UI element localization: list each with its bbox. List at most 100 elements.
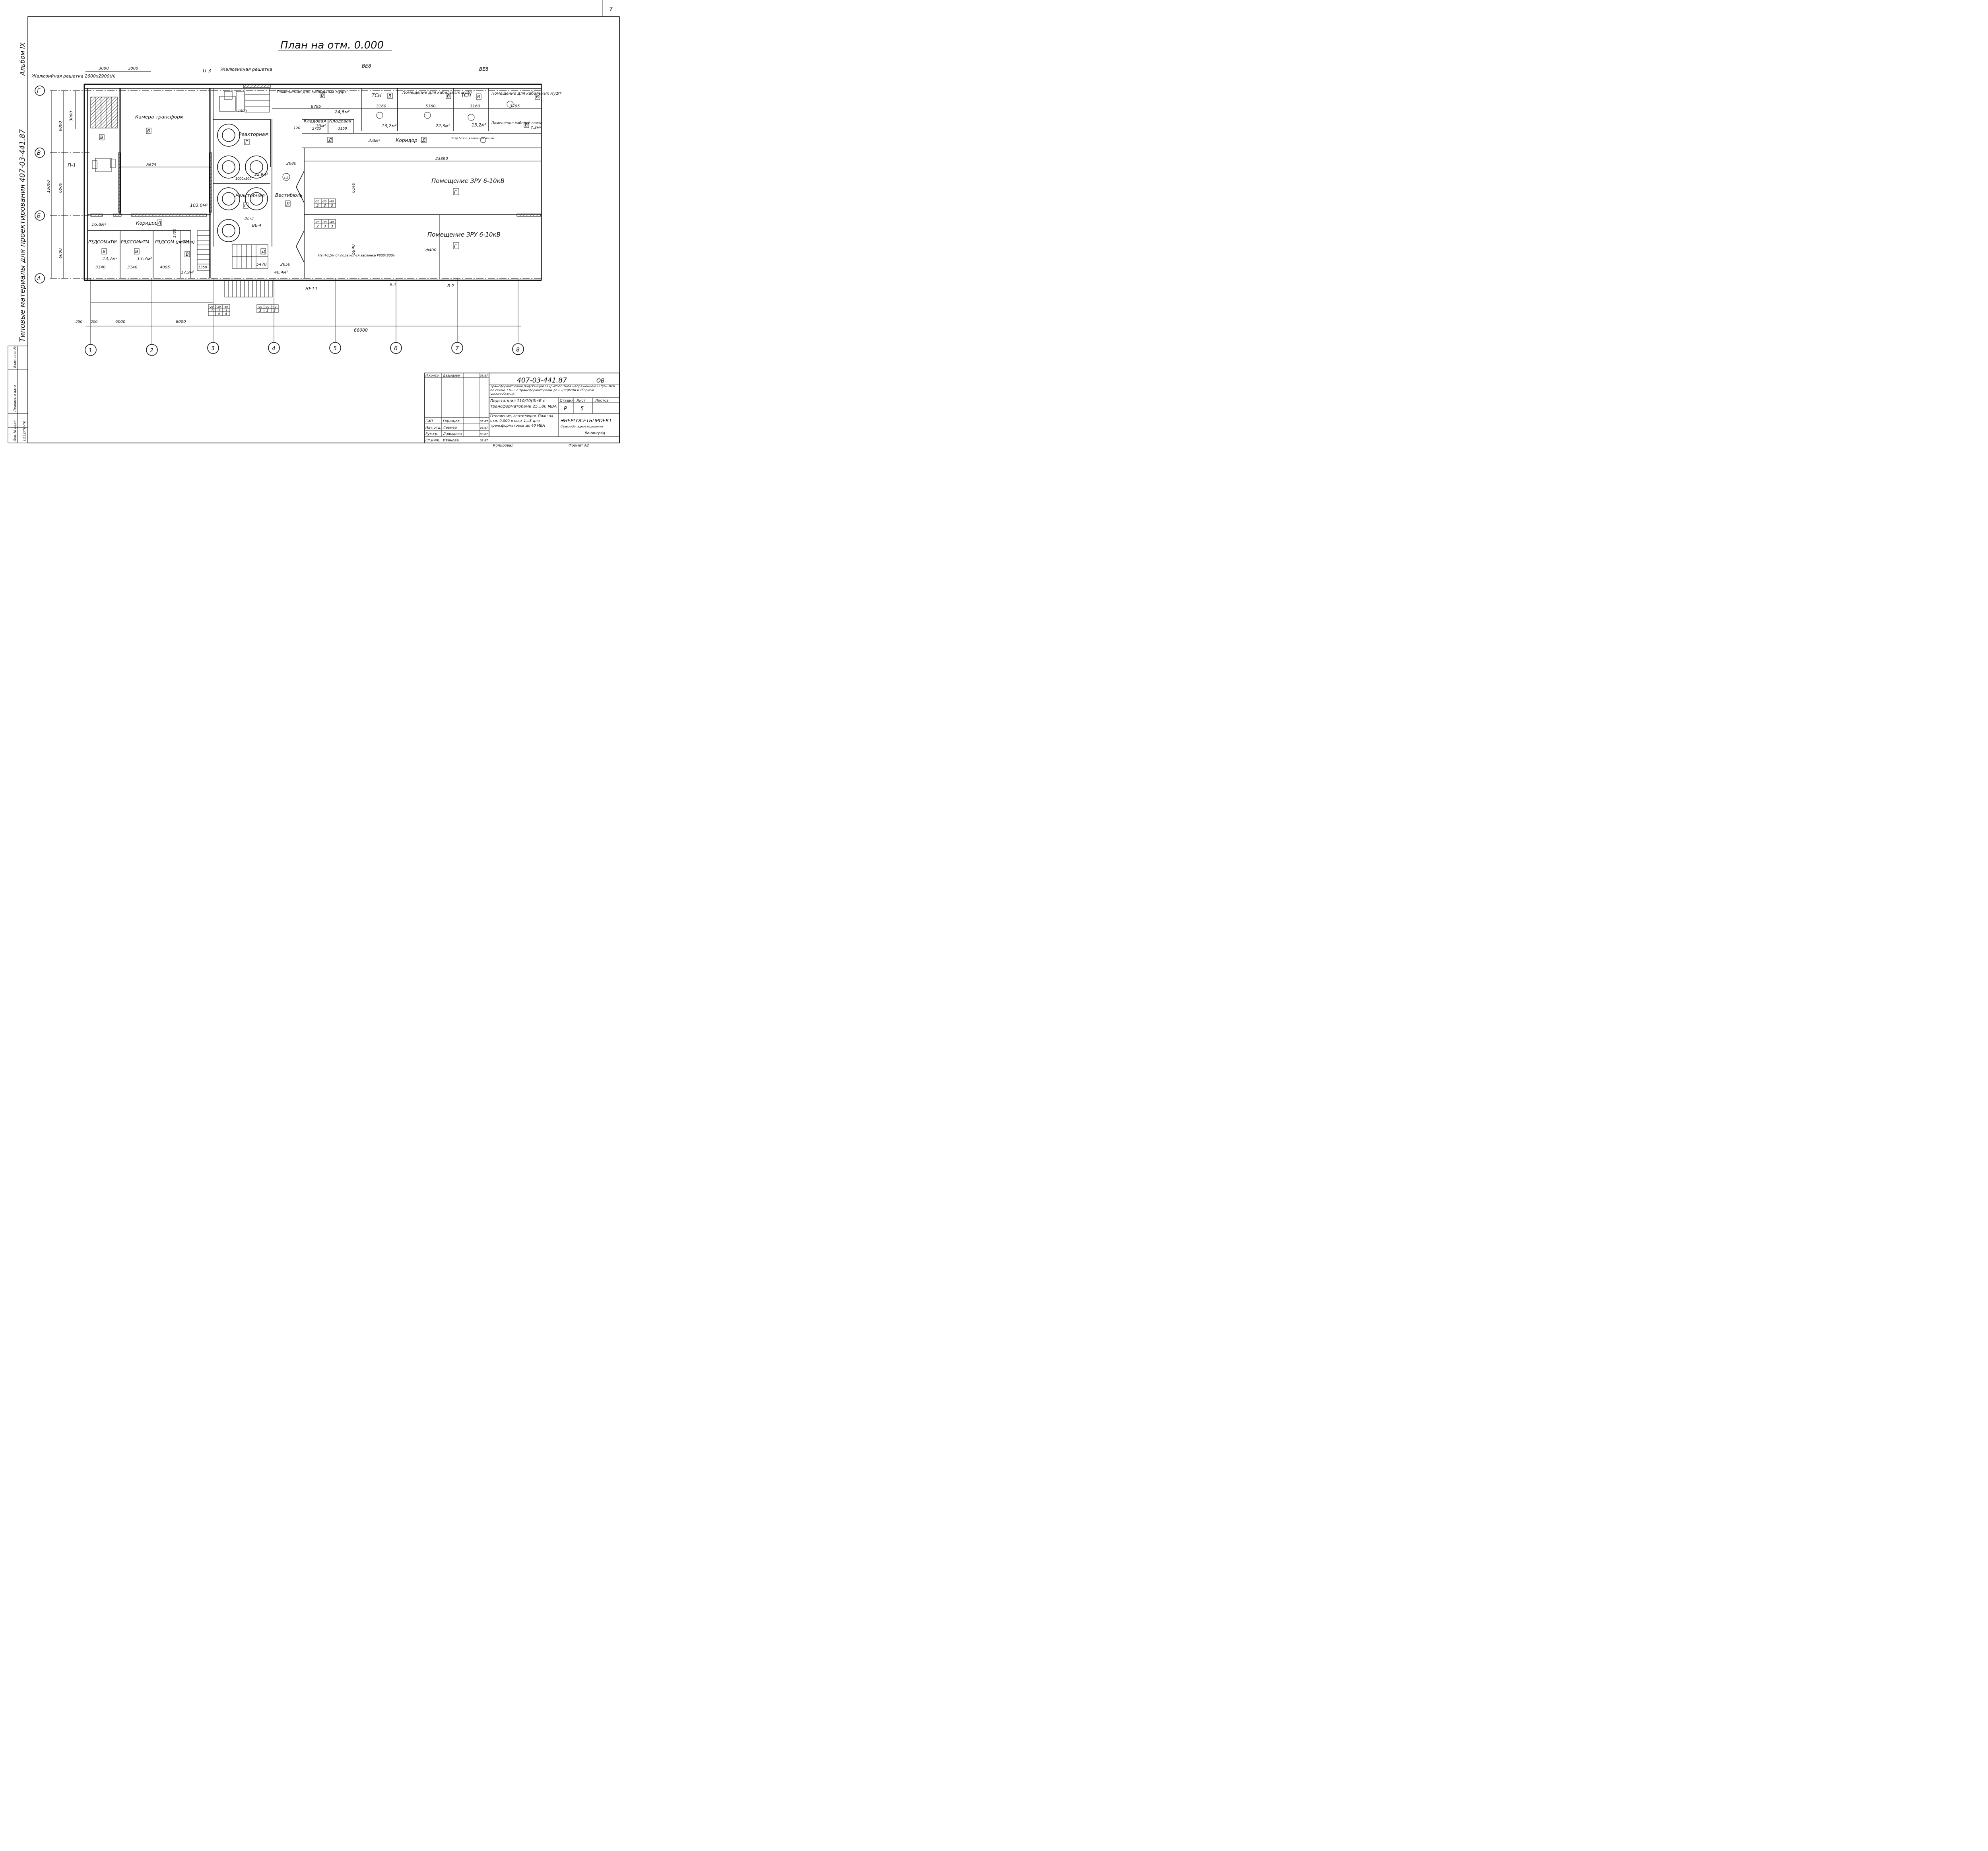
tb-code: 407-03-441.87 <box>517 377 567 385</box>
cat-kabel-2: В <box>447 93 450 99</box>
strip-inv-label: Инв. № подл. <box>13 420 17 441</box>
axis-row-v: В <box>35 148 45 158</box>
dim-5470: 5470 <box>256 262 266 267</box>
axis-col-6-label: 6 <box>394 346 398 352</box>
tb-s2-name: Лернер <box>443 426 457 430</box>
dim-6000a: 6000 <box>58 121 63 131</box>
tb-s1-role: ГИП <box>425 420 433 423</box>
tb-s0-role: Н.контр. <box>425 374 440 377</box>
dim-6000b: 6000 <box>58 183 63 193</box>
stairs <box>197 230 273 297</box>
axis-row-g: Г <box>35 85 45 96</box>
label-b1: В-1 <box>390 283 396 287</box>
tt4-r2: 3 <box>274 309 276 313</box>
tb-s0-name: Давыдова <box>443 374 460 377</box>
dim-120: 120 <box>293 126 300 130</box>
tb-s3-date: 03.87 <box>480 433 488 436</box>
label-b2: В-2 <box>447 284 454 288</box>
area-a11: 13,7м² <box>103 256 118 261</box>
axis-row-b-label: Б <box>37 213 41 219</box>
category-boxes: В В Г Г Д В В В В В Д Д В Г Г Д В В В Д <box>99 92 540 257</box>
tb-s4-date: 03.87 <box>480 439 488 442</box>
room-reaktornaya-top: Реакторная <box>239 132 268 137</box>
area-a3: 13,2м² <box>382 123 397 128</box>
label-be8b: ВЕ8 <box>479 66 489 72</box>
tt2-r1: 3 <box>324 225 326 229</box>
axis-row-a-label: А <box>37 276 41 282</box>
album-label: Альбом IX <box>19 42 26 76</box>
room-vestibul: Вестибюль <box>275 192 303 198</box>
axis-row-v-label: В <box>37 150 41 156</box>
room-rzd-3b: иТМ <box>180 239 189 245</box>
tb-stage: Р <box>564 406 567 412</box>
area-a2: 33м² <box>316 124 326 128</box>
cat-tsn-2: В <box>477 94 480 99</box>
tt2-r2: 3 <box>331 225 333 229</box>
room-kabel-1: Помещение для кабельных муфт <box>277 89 347 94</box>
cat-zru-1: Г <box>454 190 457 195</box>
tb-sheet-title: Отопление, вентиляция. План на отм. 0.00… <box>490 414 553 428</box>
axis-col-4: 4 <box>268 342 280 354</box>
dim-66000: 66000 <box>354 328 368 333</box>
dim-2680: 2680 <box>286 161 296 166</box>
tt1-h2: -40 <box>329 200 334 203</box>
label-size-1000: 1000х500 <box>235 177 251 181</box>
cat-p1-room: В <box>100 135 103 140</box>
axis-col-5-label: 5 <box>333 346 337 352</box>
tb-s4-role: Ст.инж. <box>425 439 440 443</box>
sheet-frame <box>8 0 620 443</box>
cable-shafts <box>376 101 514 143</box>
cat-kladovaya: Д <box>328 138 332 143</box>
room-rzd-2: РЗДСОМиТМ <box>121 239 149 245</box>
label-be3: ВЕ-3 <box>245 216 254 221</box>
room-kladovaya-2: Кладовая <box>329 118 351 124</box>
dim-6000c: 6000 <box>58 249 63 258</box>
axis-row-b: Б <box>35 210 45 221</box>
cat-koridor: Д <box>422 138 426 143</box>
dim-250: 250 <box>76 320 82 324</box>
label-p3: П-3 <box>203 68 211 74</box>
louvre-grid-mid <box>245 88 270 113</box>
room-kladovaya-1: Кладовая <box>304 118 326 124</box>
axis-col-7: 7 <box>451 342 463 354</box>
axis-col-7-label: 7 <box>455 346 459 352</box>
tb-s0-date: 03.87 <box>480 374 488 377</box>
label-p1: П-1 <box>68 163 76 168</box>
axis-col-5: 5 <box>329 342 341 354</box>
axis-col-6: 6 <box>390 342 402 354</box>
tt4-h2: -40 <box>272 305 277 309</box>
axis-row-g-label: Г <box>37 88 41 94</box>
dim-8795: 8795 <box>311 105 321 109</box>
tb-stage-h: Стадия <box>560 399 574 403</box>
dim-1500: 1500 <box>238 109 247 113</box>
strip-sign-label: Подпись и дата <box>13 385 17 412</box>
temp-table-1: -20 -30 -40 2 3 3 <box>314 198 336 208</box>
tt4-r1: 3 <box>266 309 268 313</box>
axis-col-2-label: 2 <box>150 348 153 354</box>
drawing-sheet: 7 Альбом IX Типовые материалы для проект… <box>8 0 620 447</box>
cat-koridor-left: Д <box>157 220 161 225</box>
dim-5360: 5360 <box>425 104 435 109</box>
cat-reaktor-1: Г <box>245 140 248 145</box>
cat-stair: Д <box>261 249 265 254</box>
tb-subtitle: Подстанция 110/10(6)кВ с трансформаторам… <box>490 399 557 409</box>
cat-kamera: В <box>147 128 150 134</box>
axis-row-a: А <box>35 273 45 284</box>
cat-rzd-3: В <box>186 252 189 257</box>
temp-table-4: -20 -30 -40 3 3 3 <box>256 304 279 313</box>
strip-inv-value: 1232/тм-т6 <box>23 421 27 441</box>
cat-rzd-2: В <box>135 249 138 254</box>
temp-table-2: -20 -30 -40 2 3 3 <box>314 219 336 229</box>
area-a1: 24,8м² <box>335 109 350 115</box>
room-reaktornaya-bot: Реакторная <box>235 193 265 198</box>
tb-project: Трансформаторная подстанция закрытого ти… <box>490 385 615 396</box>
room-rzd-1: РЗДСОМиТМ <box>88 239 117 245</box>
label-num13: 13 <box>283 175 289 180</box>
room-zru-2: Помещение ЗРУ 6-10кВ <box>427 231 501 238</box>
tt3-r0: 3 <box>211 309 213 312</box>
fan-p1 <box>92 158 116 172</box>
tt4-r0: 3 <box>259 309 261 313</box>
axis-col-1-label: 1 <box>89 348 92 354</box>
dim-3000b: 3000 <box>128 66 138 71</box>
tb-sheets-h: Листов <box>595 399 609 403</box>
